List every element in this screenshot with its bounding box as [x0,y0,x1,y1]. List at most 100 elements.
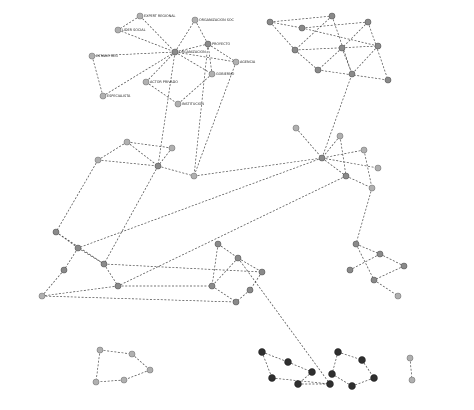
edge-n49-n50 [373,279,399,297]
node-n12[interactable] [266,18,274,26]
node-n53[interactable] [128,350,136,358]
node-n47[interactable] [376,250,384,258]
node-n40[interactable] [214,240,222,248]
edge-n33-n46 [355,187,373,245]
node-n31[interactable] [374,164,382,172]
node-label-n2: ORGANIZACION SOC [199,18,235,22]
node-n63[interactable] [334,348,342,356]
edge-n1-n3 [117,15,141,31]
node-n51[interactable] [346,266,354,274]
node-n36[interactable] [100,260,108,268]
node-n58[interactable] [284,358,292,366]
node-n23[interactable] [168,144,176,152]
edge-n1-n4 [139,15,176,53]
edge-n58-n59 [287,361,313,373]
edge-n6-n8 [91,55,104,97]
node-n13[interactable] [298,24,306,32]
edge-n63-n67 [331,351,339,375]
node-n65[interactable] [370,374,378,382]
node-n46[interactable] [352,240,360,248]
node-n1[interactable] [136,12,144,20]
node-n43[interactable] [246,286,254,294]
node-n5[interactable] [204,40,212,48]
node-n41[interactable] [234,254,242,262]
node-n7[interactable] [208,70,216,78]
edge-n3-n4 [117,29,176,53]
node-n49[interactable] [370,276,378,284]
edge-n63-n64 [337,351,363,361]
node-n32[interactable] [342,172,350,180]
edge-n48-n49 [373,265,405,281]
edge-n22-n24 [97,141,128,161]
node-n42[interactable] [258,268,266,276]
node-n9[interactable] [142,78,150,86]
node-n37[interactable] [60,266,68,274]
node-n21[interactable] [384,76,392,84]
edge-n28-n30 [321,135,341,159]
node-n25[interactable] [154,162,162,170]
node-n19[interactable] [314,66,322,74]
node-n24[interactable] [94,156,102,164]
node-n50[interactable] [394,292,402,300]
node-n18[interactable] [374,42,382,50]
node-n69[interactable] [408,376,416,384]
node-n61[interactable] [268,374,276,382]
node-n30[interactable] [318,154,326,162]
node-n20[interactable] [348,70,356,78]
edge-n12-n16 [269,21,296,51]
node-n27[interactable] [292,124,300,132]
edge-n54-n55 [123,369,151,381]
node-n3[interactable] [114,26,122,34]
node-n60[interactable] [294,380,302,388]
node-n6[interactable] [88,52,96,60]
node-n14[interactable] [328,12,336,20]
node-n16[interactable] [291,46,299,54]
edge-n46-n47 [355,243,381,255]
node-n67[interactable] [328,370,336,378]
edge-n57-n61 [261,351,273,379]
edge-n65-n66 [351,377,375,387]
edge-n66-n67 [331,373,353,387]
node-n34[interactable] [52,228,60,236]
node-n59[interactable] [308,368,316,376]
node-n39[interactable] [38,292,46,300]
node-n57[interactable] [258,348,266,356]
node-n33[interactable] [368,184,376,192]
edge-n16-n18 [294,45,379,51]
node-n52[interactable] [96,346,104,354]
node-n10[interactable] [174,100,182,108]
edge-n30-n31 [321,157,379,169]
edge-n15-n17 [341,21,369,49]
node-n4[interactable] [171,48,179,56]
edge-n47-n51 [349,253,381,271]
node-n15[interactable] [364,18,372,26]
node-n28[interactable] [336,132,344,140]
node-n17[interactable] [338,44,346,52]
node-n44[interactable] [208,282,216,290]
edge-n25-n26 [157,165,195,177]
node-n29[interactable] [360,146,368,154]
node-n68[interactable] [406,354,414,362]
node-n64[interactable] [358,356,366,364]
edge-n57-n58 [261,351,289,363]
node-n35[interactable] [74,244,82,252]
node-n26[interactable] [190,172,198,180]
edge-n22-n23 [126,141,173,149]
edge-n17-n19 [317,47,343,71]
node-n48[interactable] [400,262,408,270]
node-n2[interactable] [191,16,199,24]
node-n62[interactable] [326,380,334,388]
edge-n4-n8 [102,51,176,97]
node-n45[interactable] [232,298,240,306]
edge-n14-n16 [294,15,333,51]
node-n54[interactable] [146,366,154,374]
node-n38[interactable] [114,282,122,290]
node-n56[interactable] [92,378,100,386]
edge-n32-n38 [117,175,347,287]
node-n66[interactable] [348,382,356,390]
node-n55[interactable] [120,376,128,384]
node-n8[interactable] [99,92,107,100]
node-n11[interactable] [232,58,240,66]
node-n22[interactable] [123,138,131,146]
